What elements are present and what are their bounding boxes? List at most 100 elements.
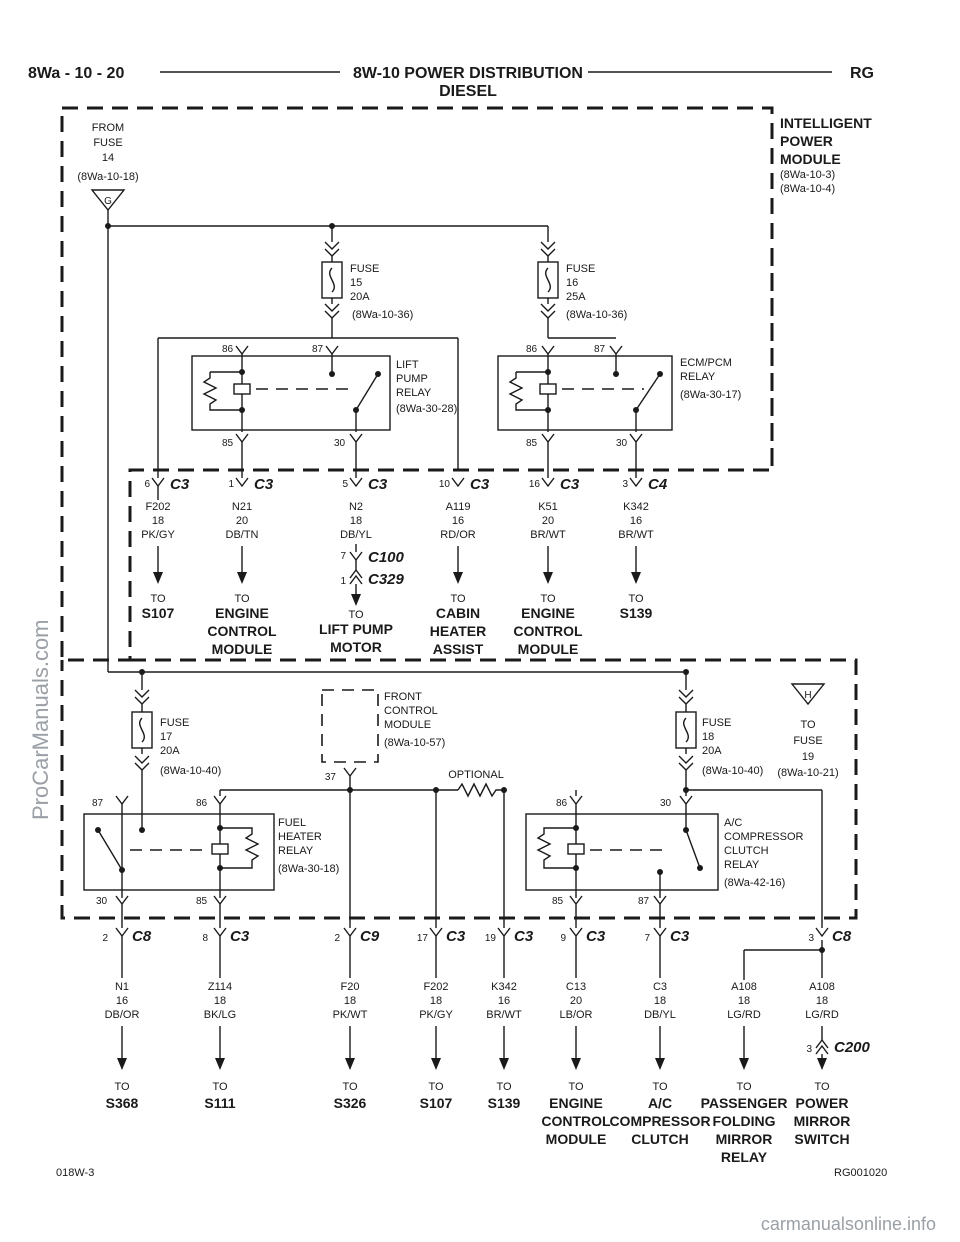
svg-text:C100: C100 (368, 549, 405, 566)
svg-text:MODULE: MODULE (546, 1131, 607, 1147)
svg-text:S368: S368 (106, 1095, 139, 1111)
svg-text:(8Wa-30-18): (8Wa-30-18) (278, 863, 339, 875)
svg-text:FUEL: FUEL (278, 817, 306, 829)
svg-text:19: 19 (802, 751, 814, 763)
svg-text:C3: C3 (446, 928, 466, 945)
svg-text:TO: TO (114, 1081, 130, 1093)
svg-text:LG/RD: LG/RD (805, 1009, 839, 1021)
svg-text:LIFT PUMP: LIFT PUMP (319, 621, 393, 637)
svg-text:DB/OR: DB/OR (105, 1009, 140, 1021)
svg-text:17: 17 (160, 731, 172, 743)
svg-text:TO: TO (450, 593, 466, 605)
svg-text:87: 87 (312, 344, 324, 355)
footer-right: RG001020 (834, 1167, 887, 1179)
svg-text:MIRROR: MIRROR (716, 1131, 773, 1147)
svg-text:C3: C3 (514, 928, 534, 945)
fuse-17: FUSE 17 20A (8Wa-10-40) (131, 672, 221, 777)
top-output-3: 10 C3 A119 16 RD/OR TO CABIN HEATER ASSI… (430, 476, 490, 657)
svg-text:G: G (104, 196, 112, 207)
svg-text:TO: TO (496, 1081, 512, 1093)
svg-text:F202: F202 (145, 501, 170, 513)
svg-text:INTELLIGENT: INTELLIGENT (780, 115, 872, 131)
ecm-pcm-relay: 86 87 85 30 ECM/PCM RELAY (8Wa-30-17) (497, 318, 741, 449)
to-fuse19: H TO FUSE 19 (8Wa-10-21) (777, 683, 839, 779)
svg-text:87: 87 (92, 798, 104, 809)
svg-text:C3: C3 (670, 928, 690, 945)
bottom-output-5: 9 C3 C13 20 LB/OR TO ENGINE CONTROL MODU… (541, 927, 611, 1147)
fuse-icon (545, 267, 551, 293)
svg-text:POWER: POWER (796, 1095, 849, 1111)
optional-resistor-icon (457, 782, 504, 798)
svg-text:C3: C3 (560, 476, 580, 493)
svg-text:C200: C200 (834, 1039, 871, 1056)
svg-text:16: 16 (116, 995, 128, 1007)
svg-text:TO: TO (814, 1081, 830, 1093)
bottom-output-3: 17 C3 F202 18 PK/GY TO S107 (417, 927, 466, 1111)
svg-text:SWITCH: SWITCH (794, 1131, 849, 1147)
svg-text:COMPRESSOR: COMPRESSOR (609, 1113, 710, 1129)
svg-text:30: 30 (660, 798, 672, 809)
svg-text:TO: TO (348, 609, 364, 621)
page-ref: 8Wa - 10 - 20 (28, 65, 124, 82)
svg-text:(8Wa-10-18): (8Wa-10-18) (77, 171, 138, 183)
svg-text:CLUTCH: CLUTCH (631, 1131, 689, 1147)
svg-text:CONTROL: CONTROL (513, 623, 583, 639)
svg-text:19: 19 (485, 933, 497, 944)
svg-text:BK/LG: BK/LG (204, 1009, 236, 1021)
front-control-module: FRONT CONTROL MODULE (8Wa-10-57) 37 (321, 689, 445, 783)
svg-text:85: 85 (222, 438, 234, 449)
svg-text:1: 1 (340, 576, 346, 587)
svg-text:18: 18 (152, 515, 164, 527)
footer-left: 018W-3 (56, 1167, 94, 1179)
svg-text:MODULE: MODULE (780, 151, 841, 167)
svg-text:ASSIST: ASSIST (433, 641, 484, 657)
svg-text:F20: F20 (341, 981, 360, 993)
svg-text:C3: C3 (230, 928, 250, 945)
svg-text:C3: C3 (368, 476, 388, 493)
svg-text:(8Wa-10-36): (8Wa-10-36) (352, 309, 413, 321)
svg-text:CONTROL: CONTROL (207, 623, 277, 639)
svg-text:RELAY: RELAY (680, 371, 716, 383)
bottom-output-2: 2 C9 F20 18 PK/WT TO S326 (333, 927, 380, 1111)
svg-text:(8Wa-10-40): (8Wa-10-40) (160, 765, 221, 777)
svg-text:ENGINE: ENGINE (549, 1095, 603, 1111)
svg-text:CONTROL: CONTROL (384, 705, 438, 717)
svg-text:20: 20 (570, 995, 582, 1007)
svg-text:PK/GY: PK/GY (141, 529, 175, 541)
svg-text:PASSENGER: PASSENGER (701, 1095, 788, 1111)
svg-text:20: 20 (542, 515, 554, 527)
svg-text:CLUTCH: CLUTCH (724, 845, 769, 857)
svg-text:CABIN: CABIN (436, 605, 480, 621)
svg-text:20A: 20A (702, 745, 722, 757)
bottom-watermark: carmanualsonline.info (761, 1214, 936, 1234)
svg-text:25A: 25A (566, 291, 586, 303)
svg-text:S326: S326 (334, 1095, 367, 1111)
fuse-18: FUSE 18 20A (8Wa-10-40) (675, 672, 763, 777)
svg-text:RELAY: RELAY (721, 1149, 768, 1165)
svg-text:3: 3 (622, 479, 628, 490)
fuse-15: FUSE 15 20A (8Wa-10-36) (321, 226, 413, 321)
svg-text:(8Wa-30-17): (8Wa-30-17) (680, 389, 741, 401)
svg-text:85: 85 (526, 438, 538, 449)
ac-compressor-clutch-relay: 86 30 85 87 A/C COMPRESSOR CLUTCH RELAY … (525, 790, 804, 907)
svg-text:10: 10 (439, 479, 451, 490)
svg-text:RELAY: RELAY (396, 387, 432, 399)
terminal-h-icon (790, 683, 826, 706)
svg-text:K342: K342 (623, 501, 649, 513)
svg-text:COMPRESSOR: COMPRESSOR (724, 831, 804, 843)
svg-text:DB/YL: DB/YL (644, 1009, 676, 1021)
svg-text:15: 15 (350, 277, 362, 289)
svg-text:ENGINE: ENGINE (521, 605, 575, 621)
svg-text:FUSE: FUSE (93, 137, 122, 149)
svg-text:ECM/PCM: ECM/PCM (680, 357, 732, 369)
svg-text:DB/TN: DB/TN (226, 529, 259, 541)
page-header: 8Wa - 10 - 20 8W-10 POWER DISTRIBUTION D… (28, 65, 874, 100)
svg-text:N1: N1 (115, 981, 129, 993)
bottom-output-8: 3 C8 A108 18 LG/RD 3 C200 TO POWER MIRRO… (794, 927, 871, 1147)
terminal-g-icon (90, 189, 126, 212)
svg-text:FUSE: FUSE (160, 717, 189, 729)
fuel-heater-relay: 87 86 30 85 FUEL HEATER RELAY (8Wa-30-18… (83, 770, 339, 907)
lift-pump-relay: 86 87 85 30 LIFT PUMP RELAY (8Wa-30-28) (157, 318, 459, 470)
svg-text:85: 85 (196, 896, 208, 907)
